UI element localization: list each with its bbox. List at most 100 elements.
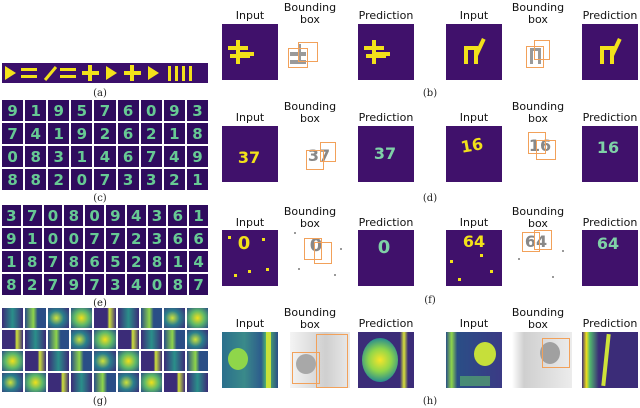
- grid-digit-cell: 3: [140, 169, 162, 190]
- grid-digit-cell: 6: [168, 228, 188, 249]
- grid-digit-cell: 7: [22, 205, 42, 226]
- input-image-f1: 0: [222, 230, 278, 286]
- header-input-b1: Input: [235, 9, 265, 22]
- texture-tile: [186, 329, 208, 349]
- grid-digit-cell: 7: [140, 146, 162, 167]
- header-input-d1: Input: [235, 111, 265, 124]
- header-bbox-line1: Bounding: [283, 205, 337, 218]
- texture-tile: [25, 308, 47, 328]
- header-input-f1: Input: [235, 216, 265, 229]
- bbox-image-d1: 37: [300, 140, 340, 170]
- texture-tile: [163, 308, 185, 328]
- grid-digit-cell: 1: [186, 169, 208, 190]
- header-bbox-line1: Bounding: [283, 306, 337, 319]
- grid-digit-cell: 5: [71, 100, 93, 121]
- grid-digit-cell: 2: [126, 228, 146, 249]
- shape-bars-4: [189, 66, 192, 81]
- bbox-image-b2: [522, 38, 552, 68]
- grid-digit-cell: 6: [117, 100, 139, 121]
- grid-digit-cell: 2: [22, 274, 42, 295]
- header-bbox-line2: box: [300, 112, 320, 125]
- texture-tile: [2, 372, 24, 392]
- caption-a: (a): [93, 88, 107, 99]
- texture-tile: [140, 329, 162, 349]
- grid-digit-cell: 7: [43, 274, 63, 295]
- digit-pair: 37: [237, 148, 261, 167]
- header-bbox-line2: box: [300, 217, 320, 230]
- grid-digit-cell: 4: [163, 146, 185, 167]
- grid-digit-cell: 3: [147, 228, 167, 249]
- header-bbox-line2: box: [528, 112, 548, 125]
- caption-c: (c): [93, 193, 107, 204]
- grid-digit-cell: 9: [105, 205, 125, 226]
- texture-tile: [48, 351, 70, 371]
- grid-digit-cell: 1: [48, 123, 70, 144]
- bounding-box: [314, 242, 332, 264]
- grid-digit-cell: 8: [25, 169, 47, 190]
- texture-tile: [2, 351, 24, 371]
- grid-digit-cell: 9: [163, 100, 185, 121]
- grid-digit-cell: 5: [105, 251, 125, 272]
- grid-digit-cell: 6: [168, 205, 188, 226]
- shape-triangle: [5, 66, 16, 80]
- bounding-box: [536, 140, 556, 160]
- grid-digit-cell: 2: [48, 169, 70, 190]
- texture-tile: [163, 329, 185, 349]
- texture-tile: [25, 351, 47, 371]
- shape-equals2-top: [60, 68, 76, 71]
- grid-digit-cell: 0: [85, 205, 104, 226]
- grid-digit-cell: 9: [71, 123, 93, 144]
- shape-plus-v: [88, 65, 92, 81]
- header-bbox-line2: box: [300, 13, 320, 26]
- grid-digit-cell: 9: [2, 100, 24, 121]
- input-image-f2: 64: [446, 230, 502, 286]
- header-bbox-line2: box: [300, 318, 320, 331]
- header-prediction-d2: Prediction: [582, 111, 638, 124]
- header-input-d2: Input: [459, 111, 489, 124]
- caption-f: (f): [424, 295, 436, 306]
- grid-digit-cell: 7: [85, 274, 104, 295]
- grid-digit-cell: 8: [64, 205, 84, 226]
- grid-digit-cell: 1: [168, 251, 188, 272]
- header-prediction-f1: Prediction: [358, 216, 414, 229]
- texture-tile: [117, 372, 139, 392]
- grid-digit-cell: 9: [2, 228, 21, 249]
- grid-digit-cell: 4: [94, 146, 116, 167]
- prediction-image-f1: 0: [358, 230, 414, 286]
- header-bbox-line1: Bounding: [511, 205, 565, 218]
- caption-d: (d): [422, 193, 438, 204]
- grid-digit-cell: 4: [189, 251, 208, 272]
- grid-digit-cell: 6: [117, 123, 139, 144]
- bbox-image-h1: [290, 332, 350, 388]
- grid-digit-cell: 3: [2, 205, 21, 226]
- texture-tile: [94, 308, 116, 328]
- bounding-box: [528, 132, 546, 154]
- grid-digit-cell: 7: [94, 100, 116, 121]
- shape-equals2-bottom: [60, 75, 76, 78]
- grid-digit-cell: 9: [64, 274, 84, 295]
- grid-digit-cell: 0: [43, 205, 63, 226]
- shape-equals-bottom: [21, 75, 37, 78]
- grid-digit-cell: 9: [48, 100, 70, 121]
- grid-digit-cell: 7: [189, 274, 208, 295]
- texture-tile: [117, 351, 139, 371]
- grid-digit-cell: 0: [64, 228, 84, 249]
- grid-digit-cell: 7: [105, 228, 125, 249]
- bbox-image-f1: 0: [290, 228, 352, 288]
- texture-tile: [71, 329, 93, 349]
- texture-tile: [25, 329, 47, 349]
- prediction-image-d2: 16: [582, 126, 638, 182]
- input-image-d2: 16: [446, 126, 502, 182]
- texture-tile: [2, 329, 24, 349]
- grid-digit-cell: 8: [2, 274, 21, 295]
- header-prediction-h1: Prediction: [358, 317, 414, 330]
- texture-tile: [186, 351, 208, 371]
- grid-digit-cell: 0: [147, 274, 167, 295]
